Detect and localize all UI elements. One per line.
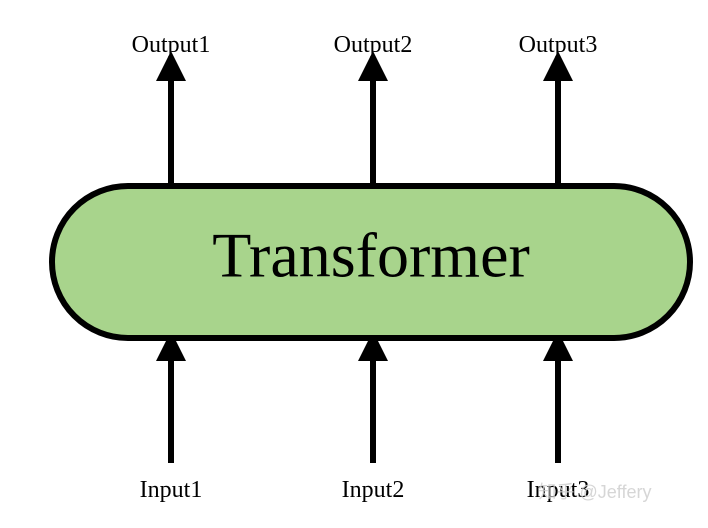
transformer-block — [49, 183, 693, 341]
output-label-1: Output1 — [132, 32, 211, 58]
output-label-3: Output3 — [519, 32, 598, 58]
input-label-3: Input3 — [527, 477, 590, 503]
watermark-text: 知乎 @Jeffery — [539, 482, 652, 502]
transformer-label: Transformer — [212, 220, 530, 291]
input-label-1: Input1 — [140, 477, 203, 503]
input-label-2: Input2 — [342, 477, 405, 503]
output-label-2: Output2 — [334, 32, 413, 58]
